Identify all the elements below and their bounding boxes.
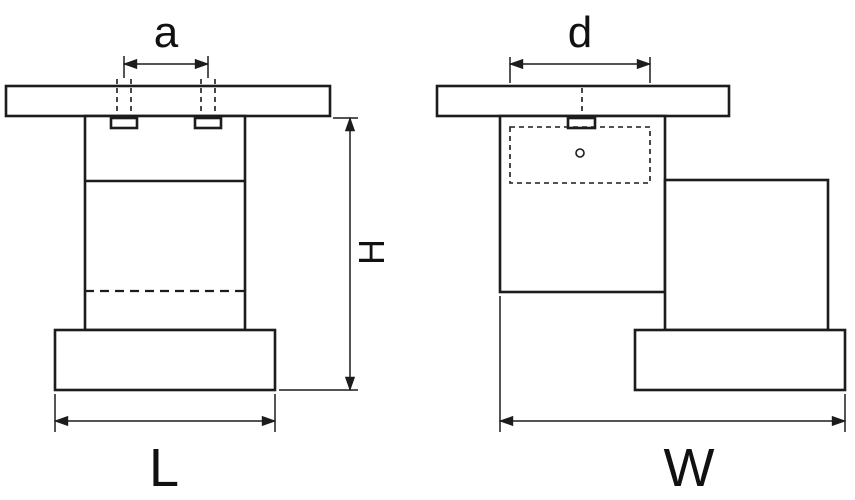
hidden-mount-box-side xyxy=(509,126,651,184)
fixture-base-front xyxy=(53,328,277,392)
dimension-h: H xyxy=(279,116,392,392)
ceiling-section-side xyxy=(435,84,731,118)
dim-label-w: W xyxy=(664,438,715,498)
dim-label-h: H xyxy=(351,239,392,265)
dimension-d: d xyxy=(508,8,652,83)
ceiling-section-front xyxy=(4,84,332,118)
screw-hidden-lines-front xyxy=(116,79,216,116)
dimension-w: W xyxy=(498,296,847,498)
mounting-tab-left xyxy=(109,116,139,130)
dim-label-l: L xyxy=(149,438,179,498)
front-view: a H L xyxy=(4,8,392,498)
side-view: d W xyxy=(435,8,847,498)
dimension-l: L xyxy=(53,394,277,498)
mounting-tab-right xyxy=(193,116,223,130)
dimension-a: a xyxy=(122,8,210,78)
screw-hole-side xyxy=(575,148,585,158)
fixture-base-side xyxy=(633,328,847,392)
lamp-head-side xyxy=(663,178,830,332)
mounting-tab-side xyxy=(566,116,597,130)
fixture-body-side xyxy=(498,114,667,294)
dim-label-d: d xyxy=(568,8,592,57)
dim-label-a: a xyxy=(154,8,179,57)
fixture-body-front xyxy=(83,114,247,332)
